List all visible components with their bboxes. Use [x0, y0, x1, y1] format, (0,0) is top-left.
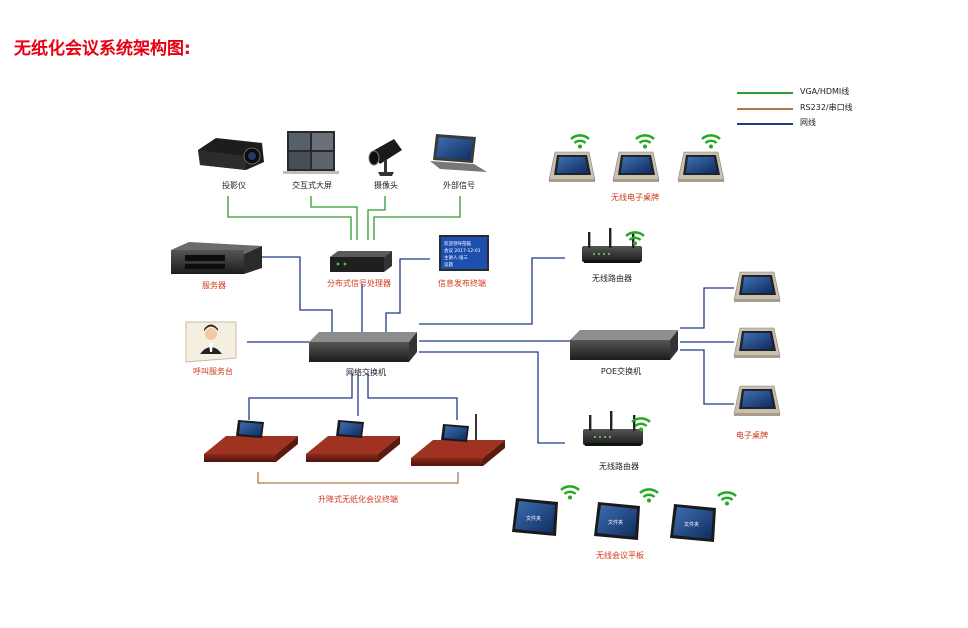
- lift-desk-3-icon: [411, 414, 505, 466]
- wifi-icon: [569, 134, 591, 150]
- net-line-desk-3: [367, 373, 458, 420]
- wifi-icon: [624, 231, 646, 247]
- legend-swatch-rs232: [737, 108, 793, 110]
- vga-line-projector: [227, 196, 352, 240]
- legend-swatch-net: [737, 123, 793, 125]
- vga-line-external: [373, 196, 461, 240]
- tablet-1-text: 文件夹: [526, 515, 541, 522]
- wireless-nameplate-2-icon: [612, 151, 660, 183]
- label-network-switch: 网络交换机: [346, 368, 386, 377]
- label-info-terminal: 信息发布终端: [438, 279, 486, 288]
- label-poe-switch: POE交换机: [600, 367, 642, 376]
- laptop-icon: [430, 134, 487, 172]
- legend-label-vga: VGA/HDMI线: [800, 87, 850, 96]
- vga-lines: [227, 196, 461, 240]
- label-projector: 投影仪: [222, 181, 246, 190]
- net-line-nameplate-1: [680, 287, 734, 329]
- net-line-router-top: [419, 257, 565, 325]
- router-bottom-icon: [583, 411, 643, 446]
- label-camera: 摄像头: [374, 181, 398, 190]
- label-external-signal: 外部信号: [443, 181, 475, 190]
- page-title: 无纸化会议系统架构图:: [14, 39, 191, 59]
- label-server: 服务器: [202, 281, 226, 290]
- info-terminal-line-1: 欢迎领导莅临: [444, 240, 471, 247]
- label-wireless-nameplate: 无线电子桌牌: [611, 193, 659, 202]
- label-lift-terminal: 升降式无纸化会议终端: [318, 495, 398, 504]
- info-terminal-line-4: 议题: [444, 261, 453, 268]
- net-line-nameplate-3: [680, 349, 734, 405]
- label-signal-processor: 分布式信号处理器: [327, 279, 391, 288]
- nameplate-3-icon: [733, 385, 781, 417]
- rs232-line-desks: [257, 472, 459, 484]
- info-terminal-line-2: 会议 2017-12-01: [444, 247, 481, 254]
- legend-label-rs232: RS232/串口线: [800, 103, 853, 112]
- net-line-router-bottom: [419, 351, 565, 444]
- wifi-icon: [700, 134, 722, 150]
- label-video-wall: 交互式大屏: [292, 181, 332, 190]
- legend-label-net: 网线: [800, 118, 816, 127]
- legend-swatch-vga: [737, 92, 793, 94]
- tablet-3-text: 文件夹: [684, 521, 699, 528]
- nameplate-1-icon: [733, 271, 781, 303]
- label-service-desk: 呼叫服务台: [193, 367, 233, 376]
- signal-processor-icon: [330, 251, 392, 272]
- wifi-icon: [638, 488, 660, 504]
- video-wall-icon: [283, 131, 339, 174]
- label-router-top: 无线路由器: [592, 274, 632, 283]
- wireless-tablet-3-icon: 文件夹: [670, 504, 716, 542]
- label-router-bottom: 无线路由器: [599, 462, 639, 471]
- camera-icon: [368, 139, 402, 176]
- label-wireless-tablet: 无线会议平板: [596, 551, 644, 560]
- network-lines: [247, 256, 734, 444]
- poe-switch-icon: [570, 330, 678, 360]
- net-line-desk-1: [248, 373, 353, 420]
- lift-desk-1-icon: [204, 420, 298, 462]
- wifi-icon: [716, 491, 738, 507]
- wireless-nameplate-1-icon: [548, 151, 596, 183]
- wireless-tablet-1-icon: 文件夹: [512, 498, 558, 536]
- wifi-icon: [634, 134, 656, 150]
- info-terminal-icon: 欢迎领导莅临 会议 2017-12-01 主讲人:张三 议题: [439, 235, 489, 271]
- nameplate-2-icon: [733, 327, 781, 359]
- wireless-tablet-2-icon: 文件夹: [594, 502, 640, 540]
- server-icon: [171, 242, 262, 274]
- network-switch-icon: [309, 332, 417, 362]
- wifi-icon: [559, 485, 581, 501]
- vga-line-video-wall: [310, 196, 358, 240]
- lift-desk-2-icon: [306, 420, 400, 462]
- tablet-2-text: 文件夹: [608, 519, 623, 526]
- info-terminal-line-3: 主讲人:张三: [444, 254, 469, 261]
- service-desk-icon: [185, 321, 237, 363]
- wireless-nameplate-3-icon: [677, 151, 725, 183]
- net-line-info-terminal: [385, 258, 430, 333]
- projector-icon: [198, 138, 264, 170]
- label-nameplate: 电子桌牌: [736, 431, 768, 440]
- net-line-server: [262, 256, 333, 333]
- vga-line-camera: [367, 196, 386, 240]
